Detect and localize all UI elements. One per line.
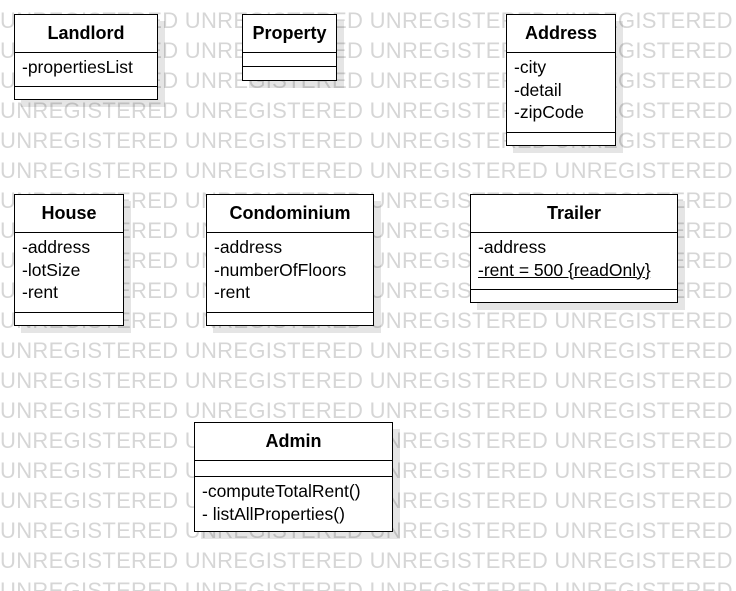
static-attribute: -rent = 500 {readOnly} (478, 259, 651, 280)
class-name: House (15, 195, 123, 233)
class-address[interactable]: Address -city -detail -zipCode (506, 14, 616, 146)
attributes-compartment: -city -detail -zipCode (507, 53, 615, 133)
class-name: Property (243, 15, 336, 53)
attribute: -address (478, 237, 547, 257)
attribute: -propertiesList (22, 57, 133, 77)
watermark-row: UNREGISTERED UNREGISTERED UNREGISTERED U… (0, 158, 736, 183)
watermark-row: UNREGISTERED UNREGISTERED UNREGISTERED U… (0, 398, 736, 423)
attributes-compartment (195, 461, 392, 477)
class-landlord[interactable]: Landlord -propertiesList (14, 14, 158, 100)
attribute: -city (514, 57, 547, 77)
class-name: Condominium (207, 195, 373, 233)
class-name: Address (507, 15, 615, 53)
operations-compartment: -computeTotalRent() - listAllProperties(… (195, 477, 392, 531)
attributes-compartment: -address -rent = 500 {readOnly} (471, 233, 677, 290)
attribute: -lotSize (22, 259, 81, 280)
operation: -computeTotalRent() (202, 481, 361, 501)
watermark-row: UNREGISTERED UNREGISTERED UNREGISTERED U… (0, 578, 736, 591)
class-name: Landlord (15, 15, 157, 53)
class-property[interactable]: Property (242, 14, 337, 81)
attributes-compartment: -propertiesList (15, 53, 157, 87)
attribute: -rent (22, 282, 58, 302)
attribute: -detail (514, 79, 562, 100)
attribute: -zipCode (514, 102, 585, 122)
operations-compartment (15, 87, 157, 99)
operations-compartment (507, 133, 615, 145)
class-admin[interactable]: Admin -computeTotalRent() - listAllPrope… (194, 422, 393, 532)
class-condominium[interactable]: Condominium -address -numberOfFloors -re… (206, 194, 374, 326)
attributes-compartment (243, 53, 336, 67)
operation: - listAllProperties() (202, 503, 345, 524)
operations-compartment (207, 313, 373, 325)
operations-compartment (15, 313, 123, 325)
watermark-row: UNREGISTERED UNREGISTERED UNREGISTERED U… (0, 128, 736, 153)
attributes-compartment: -address -lotSize -rent (15, 233, 123, 313)
attribute: -rent (214, 282, 250, 302)
watermark-row: UNREGISTERED UNREGISTERED UNREGISTERED U… (0, 338, 736, 363)
watermark-row: UNREGISTERED UNREGISTERED UNREGISTERED U… (0, 368, 736, 393)
attribute: -numberOfFloors (214, 259, 347, 280)
operations-compartment (243, 67, 336, 80)
operations-compartment (471, 290, 677, 302)
attribute: -address (22, 237, 91, 257)
class-name: Trailer (471, 195, 677, 233)
watermark-row: UNREGISTERED UNREGISTERED UNREGISTERED U… (0, 548, 736, 573)
class-house[interactable]: House -address -lotSize -rent (14, 194, 124, 326)
attributes-compartment: -address -numberOfFloors -rent (207, 233, 373, 313)
class-trailer[interactable]: Trailer -address -rent = 500 {readOnly} (470, 194, 678, 303)
watermark-row: UNREGISTERED UNREGISTERED UNREGISTERED U… (0, 98, 736, 123)
attribute: -address (214, 237, 283, 257)
class-name: Admin (195, 423, 392, 461)
